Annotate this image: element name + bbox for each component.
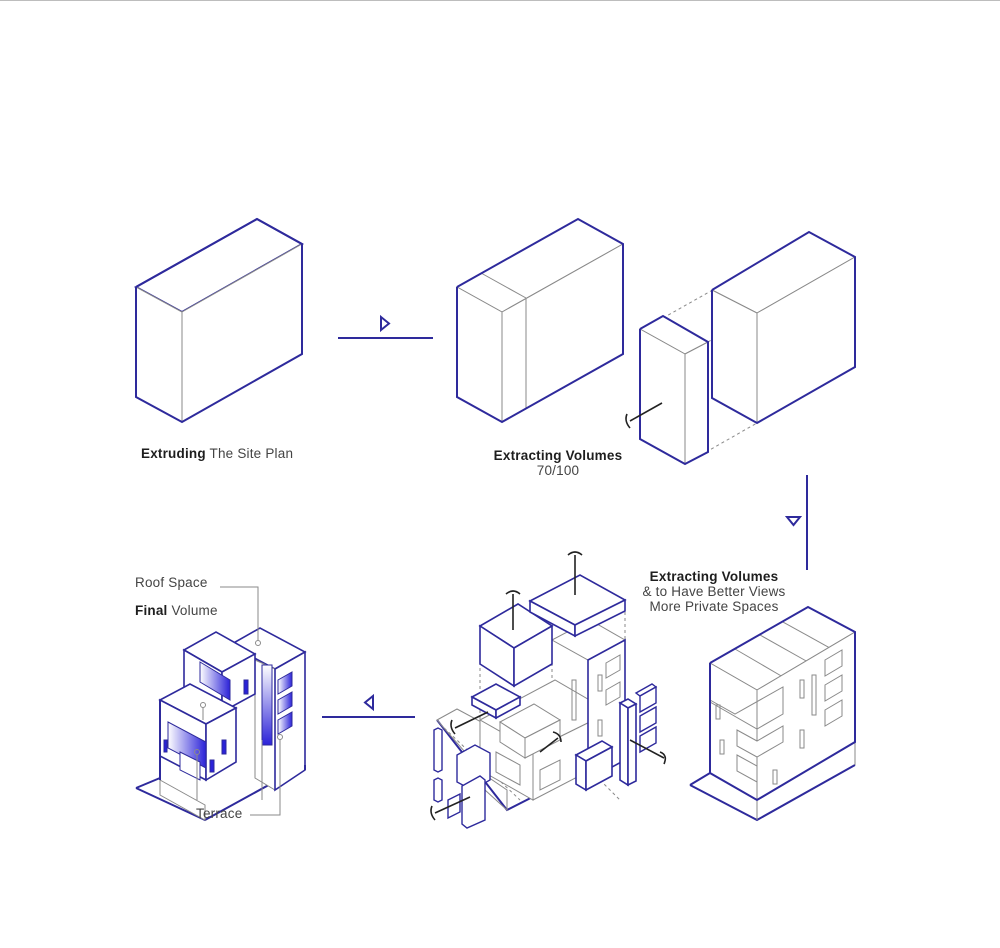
arrow-right-1 <box>338 314 433 339</box>
arrow-down <box>784 475 808 570</box>
exploded-volumes <box>430 551 667 829</box>
label-terrace: Terrace <box>196 806 243 821</box>
arrow-left <box>322 693 415 718</box>
extracted-volumes <box>625 230 857 466</box>
label-ratio: 70/100 <box>536 463 580 478</box>
block-with-openings <box>689 605 857 822</box>
divided-block <box>455 217 625 424</box>
label-better-views: Extracting Volumes & to Have Better View… <box>642 569 786 614</box>
label-extracting-volumes: Extracting Volumes 70/100 <box>478 448 638 478</box>
final-volume <box>135 586 307 822</box>
label-roof-space: Roof Space <box>135 575 208 590</box>
label-extruding: Extruding The Site Plan <box>141 446 294 461</box>
label-final-volume: Final Volume <box>135 603 218 618</box>
extruded-block <box>133 217 305 424</box>
top-border <box>0 0 1000 1</box>
